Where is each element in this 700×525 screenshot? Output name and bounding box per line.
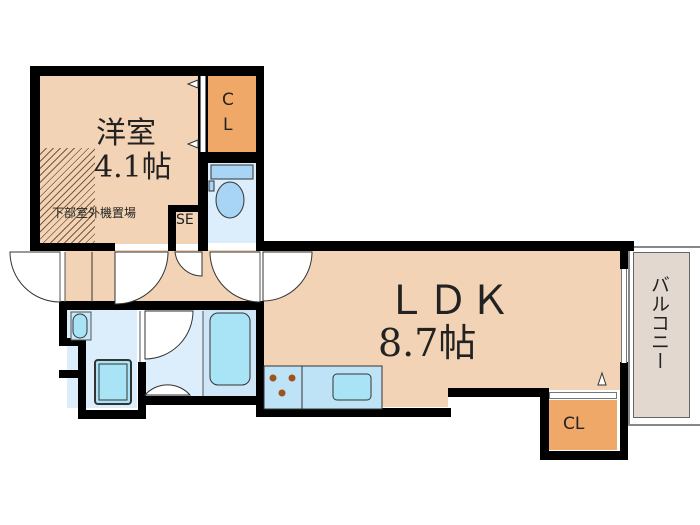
wall	[448, 388, 543, 397]
stove-burner-icon	[288, 374, 296, 382]
wall	[540, 388, 549, 460]
door-stop-icon	[597, 371, 607, 386]
western-room-door-icon	[114, 251, 169, 305]
balcony-inner	[633, 252, 690, 418]
shoe-cabinet-label: SE	[176, 212, 194, 228]
ldk-size: 8.7帖	[378, 321, 477, 365]
wall	[59, 301, 264, 310]
balcony-window	[621, 269, 627, 363]
wall	[620, 362, 628, 460]
wall	[59, 338, 81, 346]
wall	[256, 301, 264, 417]
wall	[256, 408, 451, 417]
entrance-door-icon	[9, 251, 61, 303]
wall	[540, 451, 628, 460]
wall	[168, 205, 200, 212]
wall	[138, 396, 264, 405]
western-room-size: 4.1帖	[94, 150, 172, 185]
ldk-door-icon	[262, 251, 313, 302]
wall	[198, 152, 264, 163]
door-stop-icon	[186, 139, 199, 149]
wall	[59, 301, 67, 346]
wall	[78, 410, 146, 419]
wall	[30, 66, 40, 251]
stove-burner-icon	[278, 389, 286, 397]
ldk-name: ＬＤＫ	[386, 278, 512, 324]
wall	[30, 243, 115, 251]
closet-top-floor	[208, 76, 256, 152]
kitchen-sink-icon	[332, 373, 372, 401]
outdoor-unit-area-hatch	[40, 148, 95, 244]
closet-top-door-strip	[200, 76, 206, 152]
outdoor-unit-label: 下部室外機置場	[52, 206, 137, 220]
wall	[168, 205, 176, 251]
closet-top-label-l: L	[223, 115, 233, 135]
washroom-door-icon	[144, 310, 194, 360]
toilet-door-icon	[209, 251, 261, 303]
wall	[138, 362, 146, 419]
sink-icon	[72, 313, 88, 339]
bathtub-icon	[209, 312, 251, 386]
closet-bottom-floor	[549, 400, 617, 450]
toilet-tank-icon	[210, 164, 254, 180]
wall	[30, 66, 264, 76]
wall	[620, 241, 628, 269]
balcony-label: バルコニー	[648, 275, 670, 370]
toilet-bowl-icon	[215, 181, 245, 219]
western-room-name: 洋室	[96, 116, 156, 151]
closet-bottom-door-strip	[549, 392, 617, 399]
bathroom-door-icon	[143, 384, 192, 396]
stove-burner-icon	[269, 374, 277, 382]
door-stop-icon	[186, 79, 199, 89]
wall	[78, 338, 86, 418]
closet-top-label-c: C	[222, 90, 234, 110]
closet-bottom-label: CL	[563, 414, 585, 434]
wall	[256, 241, 634, 251]
wall	[59, 370, 81, 378]
se-door-icon	[174, 251, 203, 277]
